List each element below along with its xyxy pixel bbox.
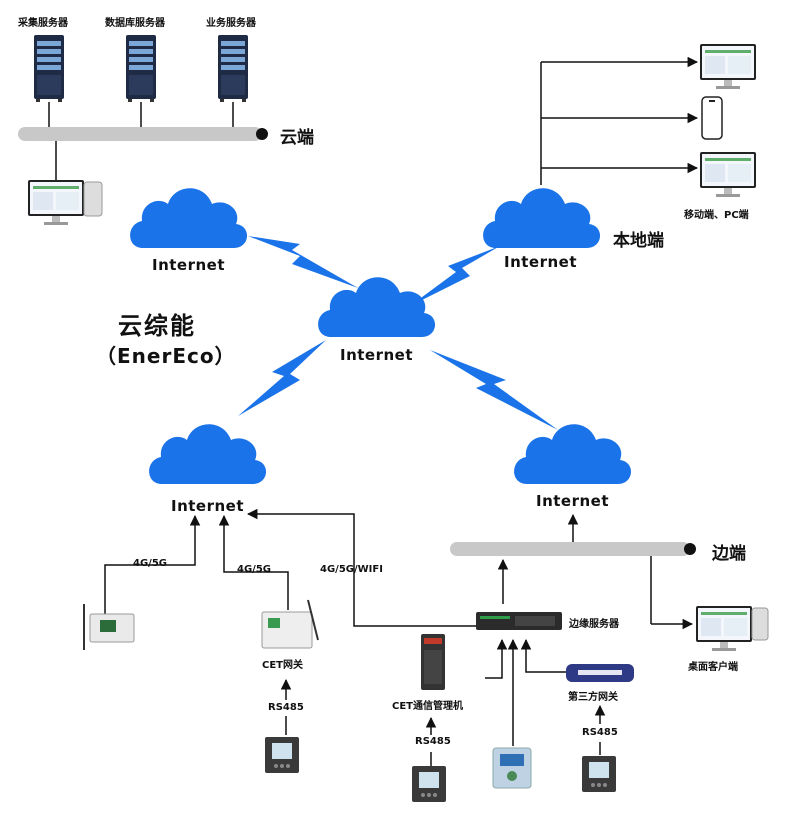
edge-server-icon [476,612,562,630]
cloud-center-icon [318,277,436,337]
rs485-label-b: RS485 [415,736,451,747]
meter-icon-3 [582,756,616,792]
cloud-bottom-right-icon [514,424,632,484]
cloud-right-label: Internet [504,253,578,271]
rs485-label-a: RS485 [268,702,304,713]
edge-bus [450,542,690,556]
third-gateway-label: 第三方网关 [568,692,618,703]
desktop-client-icon [696,606,769,651]
cet-gateway-icon [261,599,319,649]
mobile-phone-icon [701,96,723,140]
dtu-device-icon [83,604,135,650]
edge-bus-end [684,543,696,555]
lightning-bolts [238,236,558,430]
pc-monitor-icon-2 [700,152,756,197]
cloud-servers [34,35,248,102]
collect-server-label: 采集服务器 [18,18,68,29]
cloud-bottom-left-label: Internet [171,497,245,515]
cet-gateway-label: CET网关 [262,660,303,671]
cet-comm-manager-icon [421,634,445,690]
cloud-bottom-right-label: Internet [536,492,610,510]
cloud-center-label: Internet [340,346,414,364]
cloud-left-label: Internet [152,256,226,274]
pc-monitor-icon [700,44,756,89]
meter-icon-2 [412,766,446,802]
business-server-icon [218,35,248,102]
cet-comm-label: CET通信管理机 [392,701,463,712]
edge-side-label: 边端 [712,544,746,564]
cloud-side-label: 云端 [280,128,314,148]
edge-server-label: 边缘服务器 [569,619,619,630]
bolt-bottom-right-icon [430,350,558,430]
collect-server-icon [34,35,64,102]
link-4g5g-b: 4G/5G [237,564,271,575]
cloud-dashboard-icon [28,180,103,225]
cloud-right-icon [483,188,601,248]
third-party-gateway-icon [566,664,634,682]
bolt-top-left-icon [248,236,358,288]
protection-relay-icon [492,747,532,789]
link-4g5g-wifi: 4G/5G/WIFI [320,564,383,575]
meter-icon-1 [265,737,299,773]
db-server-label: 数据库服务器 [105,18,165,29]
brand-title: 云综能 [118,312,196,340]
brand-subtitle: （EnerEco） [96,344,236,368]
bolt-top-right-icon [410,246,500,306]
local-side-label: 本地端 [613,231,664,251]
mobile-pc-label: 移动端、PC端 [684,210,749,221]
cloud-bottom-left-icon [149,424,267,484]
cloud-left-icon [130,188,248,248]
cloud-bus-end [256,128,268,140]
rs485-label-c: RS485 [582,727,618,738]
link-4g5g-a: 4G/5G [133,558,167,569]
biz-server-label: 业务服务器 [206,18,256,29]
desktop-client-label: 桌面客户端 [688,662,738,673]
database-server-icon [126,35,156,102]
bolt-bottom-left-icon [238,340,326,416]
cloud-bus [18,127,262,141]
